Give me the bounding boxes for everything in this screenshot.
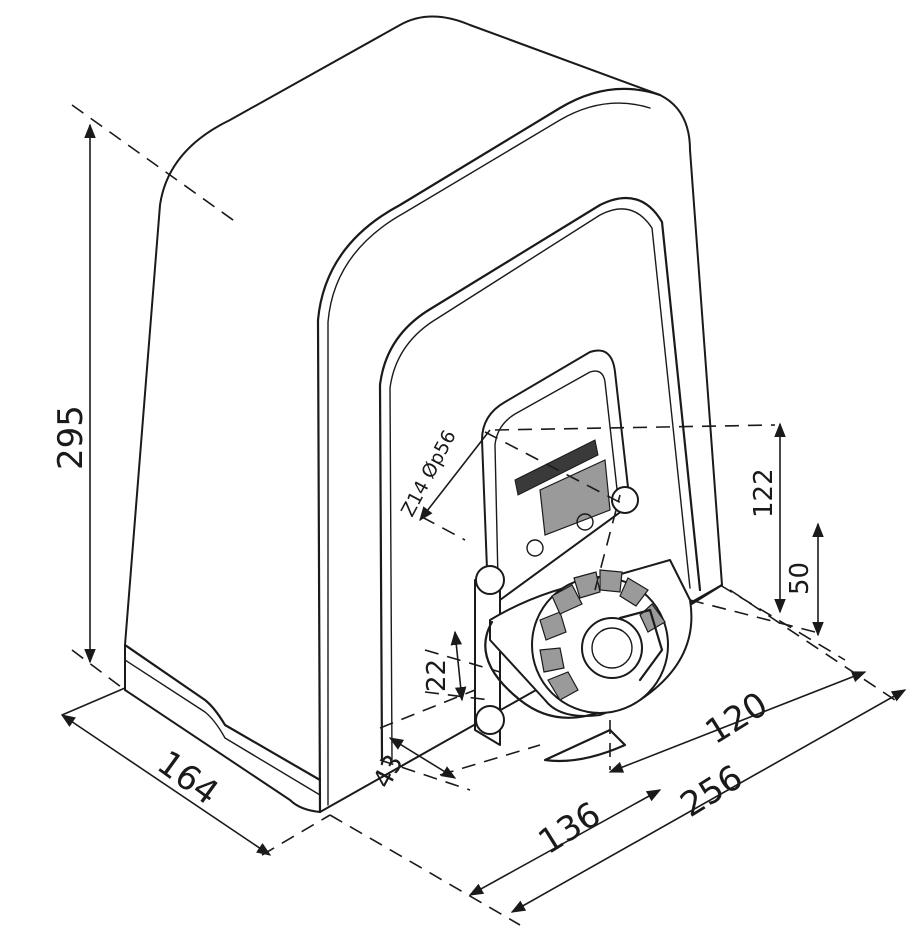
- dim-height-label: 295: [51, 405, 91, 470]
- dim-total-length-label: 256: [674, 757, 750, 825]
- dim-front-offset-label: 136: [532, 794, 608, 862]
- dim-depth-label: 164: [150, 743, 226, 814]
- dim-pinion-center-label: 50: [785, 562, 815, 595]
- dim-pinion-height-label: 122: [749, 468, 779, 518]
- dim-pinion-width-label: 22: [422, 659, 452, 692]
- dim-pinion-offset-label: 120: [699, 684, 775, 752]
- dimension-lines: [60, 123, 907, 913]
